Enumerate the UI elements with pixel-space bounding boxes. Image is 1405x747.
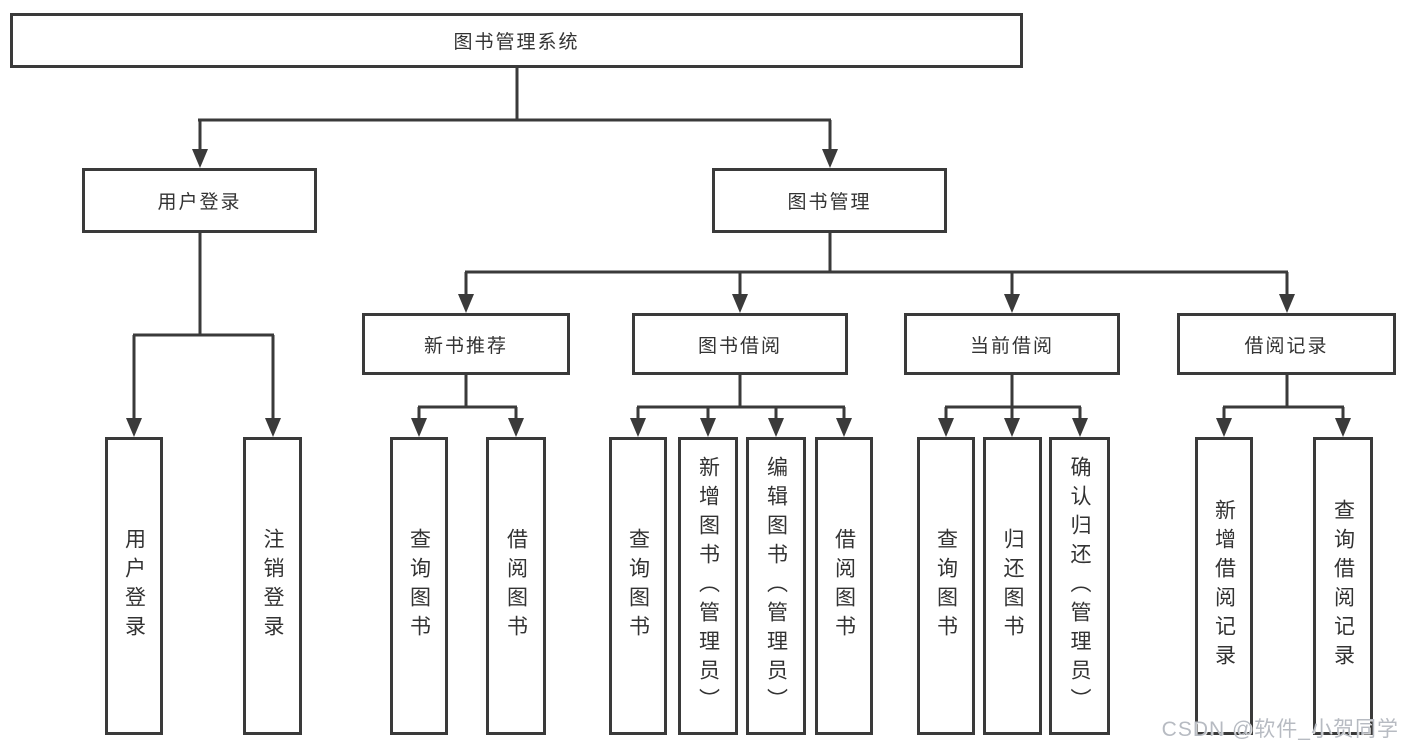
node-book-management-label: 图书管理 (787, 192, 872, 213)
leaf-records-add-record-label: 新增借阅记录 (1212, 499, 1236, 673)
leaf-borrowing-borrow-books-label: 借阅图书 (832, 528, 856, 644)
csdn-watermark: CSDN @软件_小贺同学 (1161, 718, 1399, 741)
node-book-management: 图书管理 (712, 168, 947, 233)
leaf-current-query-books-label: 查询图书 (934, 528, 958, 644)
leaf-logout-label: 注销登录 (261, 528, 284, 644)
leaf-recommend-borrow-books-label: 借阅图书 (504, 528, 528, 644)
leaf-borrowing-query-books-label: 查询图书 (626, 528, 650, 644)
leaf-records-query-record-label: 查询借阅记录 (1331, 499, 1355, 673)
node-borrowing-records-label: 借阅记录 (1244, 335, 1329, 357)
node-library-system-label: 图书管理系统 (453, 32, 580, 53)
leaf-borrowing-query-books: 查询图书 (609, 437, 667, 735)
leaf-user-login: 用户登录 (105, 437, 163, 735)
leaf-user-login-label: 用户登录 (122, 528, 146, 644)
node-user-login-label: 用户登录 (157, 192, 242, 213)
leaf-records-query-record: 查询借阅记录 (1313, 437, 1373, 735)
leaf-current-confirm-return-admin: 确认归还（管理员） (1049, 437, 1110, 735)
leaf-current-return-books-label: 归还图书 (1001, 528, 1024, 644)
node-new-book-recommendation: 新书推荐 (362, 313, 570, 375)
node-new-book-recommendation-label: 新书推荐 (423, 335, 508, 357)
leaf-borrowing-edit-books-admin-label: 编辑图书（管理员） (764, 455, 788, 717)
node-current-borrowing-label: 当前借阅 (969, 335, 1054, 357)
leaf-borrowing-add-books-admin: 新增图书（管理员） (678, 437, 738, 735)
leaf-borrowing-edit-books-admin: 编辑图书（管理员） (746, 437, 806, 735)
node-user-login: 用户登录 (82, 168, 317, 233)
leaf-records-add-record: 新增借阅记录 (1195, 437, 1253, 735)
leaf-recommend-query-books: 查询图书 (390, 437, 448, 735)
leaf-current-return-books: 归还图书 (983, 437, 1042, 735)
node-borrowing-records: 借阅记录 (1177, 313, 1396, 375)
leaf-logout: 注销登录 (243, 437, 302, 735)
leaf-recommend-query-books-label: 查询图书 (407, 528, 431, 644)
node-current-borrowing: 当前借阅 (904, 313, 1120, 375)
leaf-borrowing-borrow-books: 借阅图书 (815, 437, 873, 735)
leaf-borrowing-add-books-admin-label: 新增图书（管理员） (696, 455, 720, 717)
leaf-current-confirm-return-admin-label: 确认归还（管理员） (1068, 455, 1091, 717)
leaf-recommend-borrow-books: 借阅图书 (486, 437, 546, 735)
node-library-system: 图书管理系统 (10, 13, 1023, 68)
node-book-borrowing-label: 图书借阅 (697, 335, 782, 357)
leaf-current-query-books: 查询图书 (917, 437, 975, 735)
node-book-borrowing: 图书借阅 (632, 313, 848, 375)
